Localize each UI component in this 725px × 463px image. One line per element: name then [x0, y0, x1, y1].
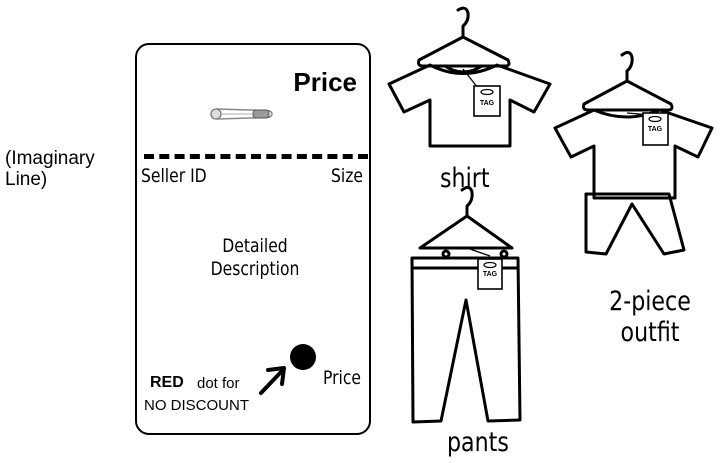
- outfit-icon: [555, 110, 712, 198]
- shirt-tag-icon: TAG: [463, 69, 500, 116]
- shirt-caption: shirt: [440, 163, 490, 194]
- svg-text:TAG: TAG: [483, 271, 498, 278]
- outfit-caption: 2-piece outfit: [601, 286, 699, 348]
- outfit-hanger-icon: [584, 52, 673, 110]
- outfit-caption-line-1: 2-piece: [601, 286, 699, 317]
- pants-caption: pants: [447, 427, 509, 458]
- shirt-hanger-icon: [419, 8, 510, 66]
- pants-hanger-icon: [420, 187, 512, 248]
- pants-icon: [412, 258, 520, 422]
- svg-text:TAG: TAG: [480, 100, 495, 107]
- svg-text:TAG: TAG: [648, 126, 663, 133]
- outfit-caption-line-2: outfit: [601, 317, 699, 348]
